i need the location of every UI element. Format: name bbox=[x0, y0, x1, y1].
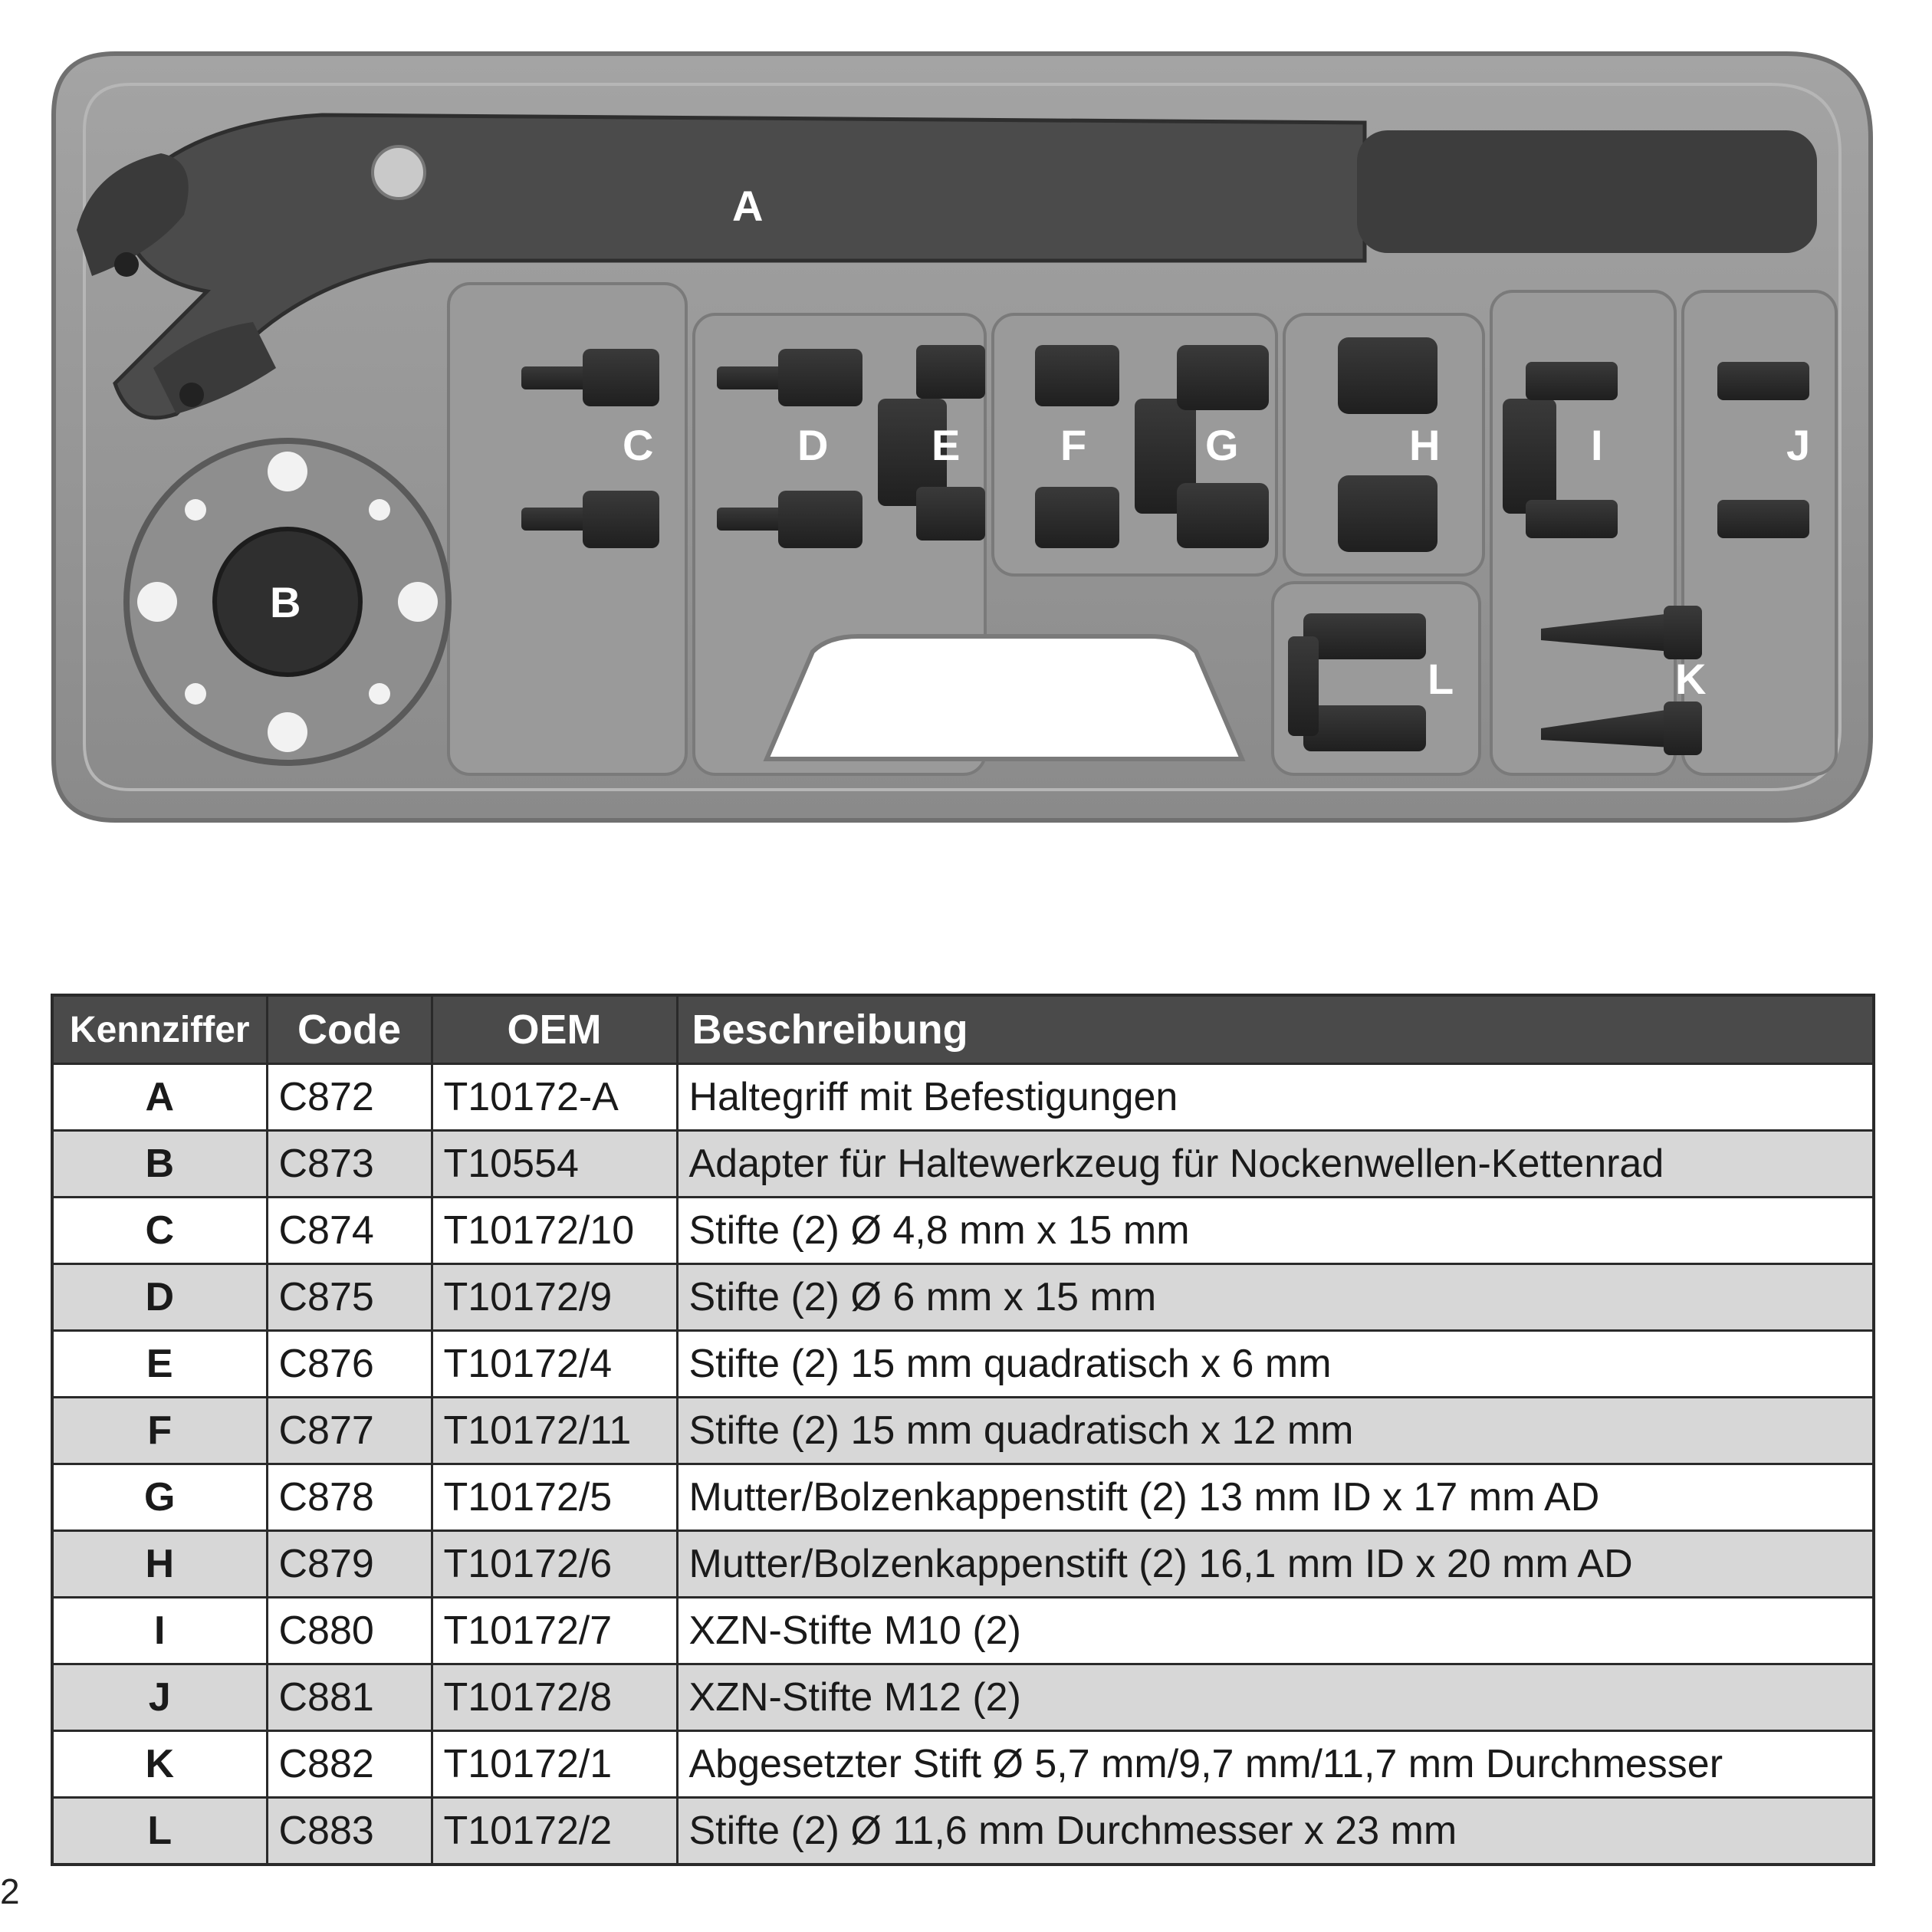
cell-key: G bbox=[51, 1463, 267, 1531]
tool-l-pins bbox=[1288, 613, 1426, 751]
cell-description: Stifte (2) Ø 11,6 mm Durchmesser x 23 mm bbox=[675, 1796, 1874, 1865]
tool-g-pins bbox=[1135, 345, 1269, 548]
cell-code: C879 bbox=[265, 1530, 432, 1598]
cell-description: Mutter/Bolzenkappenstift (2) 13 mm ID x … bbox=[675, 1463, 1874, 1531]
cell-key: L bbox=[51, 1796, 267, 1865]
cell-description: Abgesetzter Stift Ø 5,7 mm/9,7 mm/11,7 m… bbox=[675, 1730, 1874, 1798]
cell-key: C bbox=[51, 1196, 267, 1264]
cell-code: C872 bbox=[265, 1063, 432, 1131]
cell-key: F bbox=[51, 1396, 267, 1464]
header-oem: OEM bbox=[430, 995, 677, 1064]
tool-letter-l: L bbox=[1428, 655, 1454, 703]
cell-oem: T10172/8 bbox=[430, 1663, 677, 1731]
cell-key: A bbox=[51, 1063, 267, 1131]
cell-oem: T10554 bbox=[430, 1129, 677, 1198]
cell-code: C874 bbox=[265, 1196, 432, 1264]
header-key: Kennziffer bbox=[51, 995, 267, 1064]
tool-f-pins bbox=[1035, 345, 1119, 548]
tool-h-pins bbox=[1338, 337, 1438, 552]
tool-e-pins bbox=[878, 345, 985, 540]
cell-oem: T10172/5 bbox=[430, 1463, 677, 1531]
tool-letter-d: D bbox=[797, 421, 828, 469]
tool-letter-c: C bbox=[623, 421, 653, 469]
table-header-row: Kennziffer Code OEM Beschreibung bbox=[51, 995, 1874, 1064]
cell-description: XZN-Stifte M12 (2) bbox=[675, 1663, 1874, 1731]
tool-case-photo: A B C D E F bbox=[51, 51, 1873, 823]
cell-key: E bbox=[51, 1329, 267, 1398]
cell-key: K bbox=[51, 1730, 267, 1798]
tool-c-pins bbox=[521, 349, 659, 548]
cell-description: Adapter für Haltewerkzeug für Nockenwell… bbox=[675, 1129, 1874, 1198]
cell-oem: T10172/4 bbox=[430, 1329, 677, 1398]
tool-letter-k: K bbox=[1675, 655, 1706, 703]
tool-i-pins bbox=[1503, 362, 1618, 538]
cell-code: C878 bbox=[265, 1463, 432, 1531]
tool-letter-e: E bbox=[932, 421, 960, 469]
cell-oem: T10172/11 bbox=[430, 1396, 677, 1464]
cell-key: B bbox=[51, 1129, 267, 1198]
cell-description: Stifte (2) Ø 4,8 mm x 15 mm bbox=[675, 1196, 1874, 1264]
tool-letter-a: A bbox=[732, 182, 763, 230]
cell-code: C877 bbox=[265, 1396, 432, 1464]
case-inner-edge bbox=[83, 83, 1842, 791]
tool-letter-f: F bbox=[1060, 421, 1086, 469]
cell-key: J bbox=[51, 1663, 267, 1731]
cell-code: C880 bbox=[265, 1596, 432, 1664]
cell-oem: T10172/6 bbox=[430, 1530, 677, 1598]
cell-code: C881 bbox=[265, 1663, 432, 1731]
cell-key: D bbox=[51, 1263, 267, 1331]
cell-code: C875 bbox=[265, 1263, 432, 1331]
cell-description: Stifte (2) 15 mm quadratisch x 12 mm bbox=[675, 1396, 1874, 1464]
tool-letter-h: H bbox=[1409, 421, 1440, 469]
cell-code: C876 bbox=[265, 1329, 432, 1398]
cell-code: C873 bbox=[265, 1129, 432, 1198]
tool-b-adapter-disk: B bbox=[123, 438, 452, 766]
tool-d-pins bbox=[717, 349, 863, 548]
cell-oem: T10172/10 bbox=[430, 1196, 677, 1264]
tool-j-pins bbox=[1717, 362, 1809, 538]
cell-description: XZN-Stifte M10 (2) bbox=[675, 1596, 1874, 1664]
header-description: Beschreibung bbox=[675, 995, 1874, 1064]
tool-letter-b: B bbox=[270, 578, 301, 626]
cell-oem: T10172/1 bbox=[430, 1730, 677, 1798]
cell-oem: T10172/9 bbox=[430, 1263, 677, 1331]
tool-letter-g: G bbox=[1205, 421, 1239, 469]
cell-description: Stifte (2) 15 mm quadratisch x 6 mm bbox=[675, 1329, 1874, 1398]
cell-description: Stifte (2) Ø 6 mm x 15 mm bbox=[675, 1263, 1874, 1331]
cell-key: H bbox=[51, 1530, 267, 1598]
cell-description: Haltegriff mit Befestigungen bbox=[675, 1063, 1874, 1131]
tool-a-holding-wrench: A bbox=[77, 113, 1817, 420]
tool-letter-i: I bbox=[1591, 421, 1603, 469]
tool-k-pins bbox=[1541, 606, 1702, 755]
cell-oem: T10172-A bbox=[430, 1063, 677, 1131]
cell-oem: T10172/7 bbox=[430, 1596, 677, 1664]
tool-letter-j: J bbox=[1786, 421, 1810, 469]
case-handle-cutout bbox=[763, 634, 1246, 761]
cell-code: C883 bbox=[265, 1796, 432, 1865]
header-code: Code bbox=[265, 995, 432, 1064]
cell-code: C882 bbox=[265, 1730, 432, 1798]
cell-oem: T10172/2 bbox=[430, 1796, 677, 1865]
page-number: 2 bbox=[0, 1871, 20, 1911]
cell-description: Mutter/Bolzenkappenstift (2) 16,1 mm ID … bbox=[675, 1530, 1874, 1598]
cell-key: I bbox=[51, 1596, 267, 1664]
